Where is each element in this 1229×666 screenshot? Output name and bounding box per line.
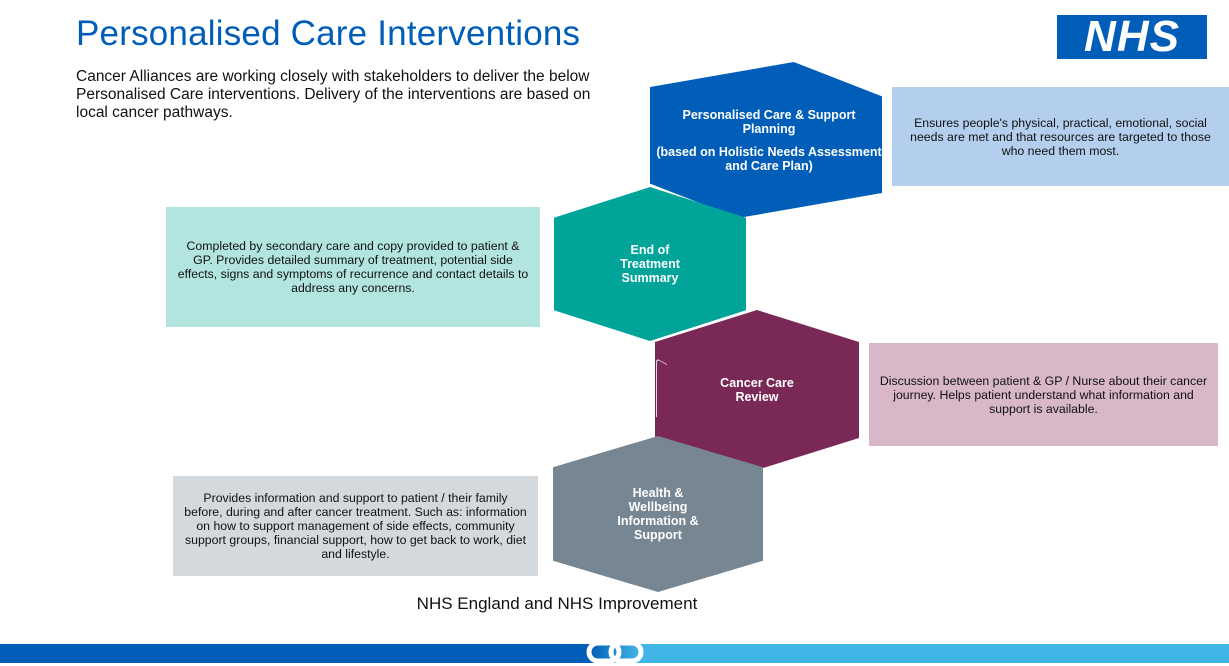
hexagon-heading: Cancer Care Review: [720, 376, 794, 404]
footer-organisation: NHS England and NHS Improvement: [416, 594, 698, 613]
hexagon-health-wellbeing-information: Health & Wellbeing Information & Support: [553, 436, 763, 592]
description-cancer-care-review: Discussion between patient & GP / Nurse …: [869, 343, 1218, 446]
description-personalised-care-planning: Ensures people's physical, practical, em…: [892, 87, 1229, 186]
description-health-wellbeing-information: Provides information and support to pati…: [173, 476, 538, 576]
hexagon-end-of-treatment-summary: End of Treatment Summary: [554, 187, 746, 341]
hexagon-heading: End of Treatment Summary: [620, 243, 680, 285]
page-title: Personalised Care Interventions: [76, 14, 581, 53]
hexagon-heading: Health & Wellbeing Information & Support: [617, 486, 699, 542]
hexagon-personalised-care-planning: Personalised Care & Support Planning (ba…: [650, 62, 882, 218]
description-end-of-treatment-summary: Completed by secondary care and copy pro…: [166, 207, 540, 327]
hexagon-notch-decoration: [656, 357, 667, 424]
intro-text: Cancer Alliances are working closely wit…: [76, 68, 591, 121]
hexagon-heading: Personalised Care & Support Planning: [682, 107, 856, 136]
link-icon: [586, 640, 644, 664]
hexagon-subheading: (based on Holistic Needs Assessment and …: [656, 144, 882, 173]
nhs-logo: NHS: [1057, 15, 1207, 59]
footer-bar: [0, 644, 1229, 663]
hexagon-cancer-care-review: Cancer Care Review: [655, 310, 859, 470]
